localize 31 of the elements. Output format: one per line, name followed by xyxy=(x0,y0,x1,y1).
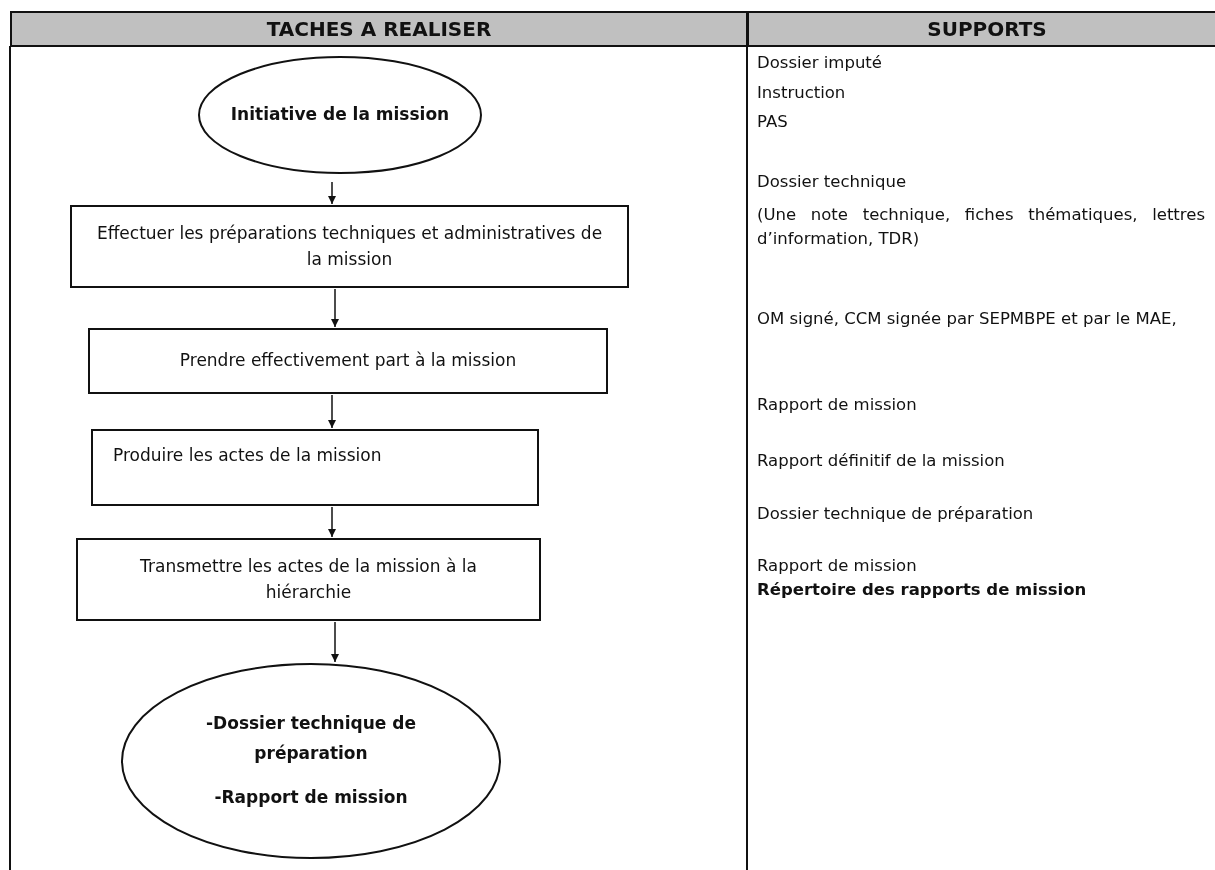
arrow xyxy=(328,181,336,205)
step-text: Effectuer les préparations techniques et administratives de la mission xyxy=(95,222,604,271)
support-text: Instruction xyxy=(757,82,847,104)
column-header-text: TACHES A REALISER xyxy=(266,17,492,41)
terminal-text: -Rapport de mission xyxy=(214,785,408,809)
arrow xyxy=(328,506,336,538)
arrow xyxy=(331,288,339,328)
step-text: Produire les actes de la mission xyxy=(113,444,382,467)
support-text: OM signé, CCM signée par SEPMBPE et par le MAE, xyxy=(757,308,1178,330)
support-text: (Une note technique, fiches thématiques, lettres d’information, TDR) xyxy=(757,204,1205,250)
terminal-text: Initiative de la mission xyxy=(230,103,450,127)
process-box xyxy=(76,538,541,621)
support-text: Dossier imputé xyxy=(757,52,883,74)
terminal-ellipse xyxy=(198,56,482,174)
process-box xyxy=(91,429,539,506)
support-text: Rapport définitif de la mission xyxy=(757,450,1006,472)
support-text: Répertoire des rapports de mission xyxy=(757,579,1088,601)
column-header-text: SUPPORTS xyxy=(927,17,1047,41)
support-text: PAS xyxy=(757,111,789,133)
step-text: Transmettre les actes de la mission à la hiérarchie xyxy=(139,555,478,604)
support-text: Dossier technique xyxy=(757,171,908,193)
arrow xyxy=(328,394,336,429)
step-text: Prendre effectivement part à la mission xyxy=(179,349,517,373)
support-text: Rapport de mission xyxy=(757,555,918,577)
arrow xyxy=(331,621,339,663)
support-text: Dossier technique de préparation xyxy=(757,503,1035,525)
terminal-ellipse xyxy=(121,663,501,859)
support-text: Rapport de mission xyxy=(757,394,918,416)
terminal-text: -Dossier technique de préparation xyxy=(205,712,417,766)
process-box xyxy=(70,205,629,288)
process-box xyxy=(88,328,608,394)
